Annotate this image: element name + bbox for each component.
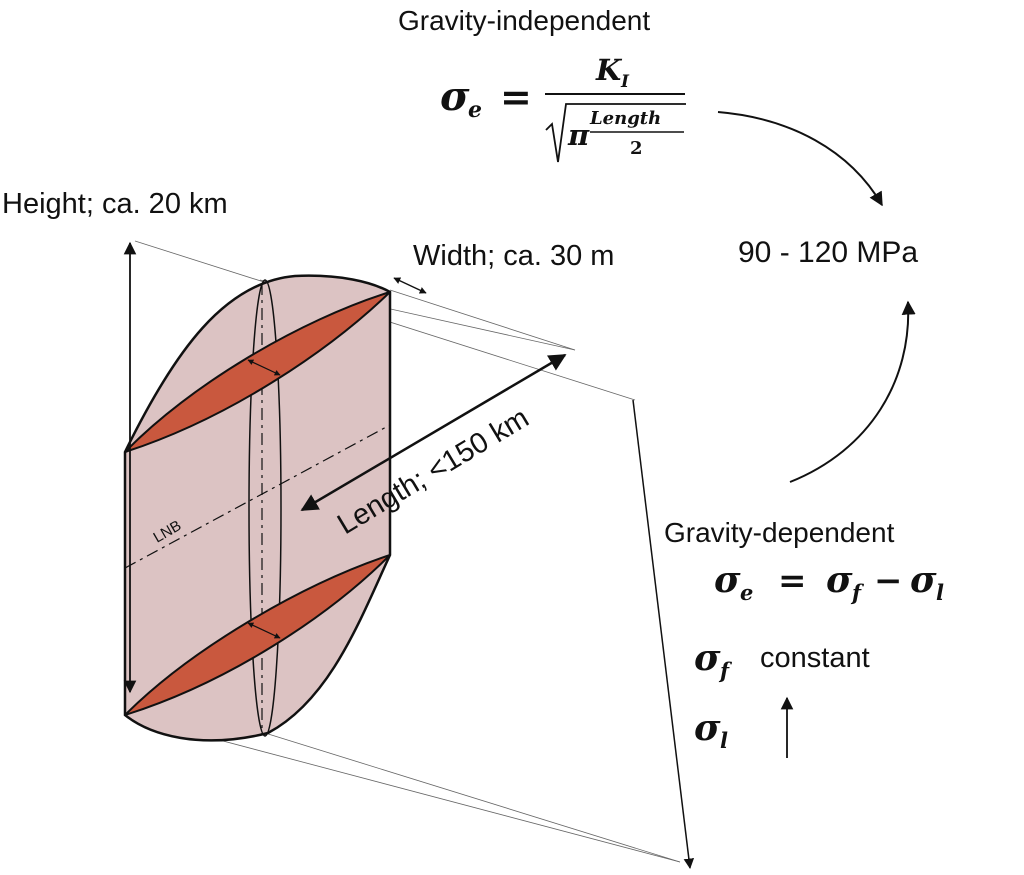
eq2-l-sub: l [936,580,944,605]
width-label: Width; ca. 30 m [413,240,614,272]
projection-down-arrow [632,399,695,870]
sigma-l-increasing: σ l [694,707,728,753]
eq2-sigma-l: σ [910,559,937,601]
sigma-l-sub: l [720,728,728,753]
eq2-e-sub: e [740,580,753,605]
eq1-numerator-k: K [595,53,623,87]
width-arrow [393,277,427,294]
eq2-f-sub: f [850,580,865,605]
eq2-minus: − [874,561,903,601]
eq1-inner-numerator: Length [589,108,661,129]
buoyancy-equation: σ e = σ f − σ l [714,559,944,605]
length-arrow [300,353,567,512]
arrow-independent-to-result [717,111,883,207]
fracture-toughness-equation: σ e = K I π Length 2 [440,53,686,163]
sill-width-arrow-upper [247,359,281,376]
result-stress-range: 90 - 120 MPa [738,236,918,269]
gravity-dependent-title: Gravity-dependent [664,517,895,548]
eq1-sigma: σ [440,73,470,120]
sigma-f-sub: f [718,658,733,683]
eq1-equals: = [500,74,532,119]
arrow-dependent-to-result [789,300,916,483]
eq1-sigma-sub: e [468,97,482,123]
constant-label: constant [760,642,870,674]
height-label: Height; ca. 20 km [2,188,228,220]
eq2-equals: = [778,561,807,601]
eq1-pi: π [567,118,590,152]
sigma-f-symbol: σ [694,637,721,679]
sill-width-arrow-lower [247,622,281,639]
eq1-numerator-sub: I [620,72,630,92]
vertical-cross-section [248,279,282,737]
eq1-inner-denominator: 2 [630,138,643,159]
sigma-f-constant: σ f constant [694,637,870,683]
sigma-l-symbol: σ [694,707,721,749]
eq1-sqrt-sign [545,103,686,163]
gravity-independent-title: Gravity-independent [398,5,650,36]
eq2-sigma-f: σ [826,559,853,601]
eq2-sigma-e: σ [714,559,741,601]
